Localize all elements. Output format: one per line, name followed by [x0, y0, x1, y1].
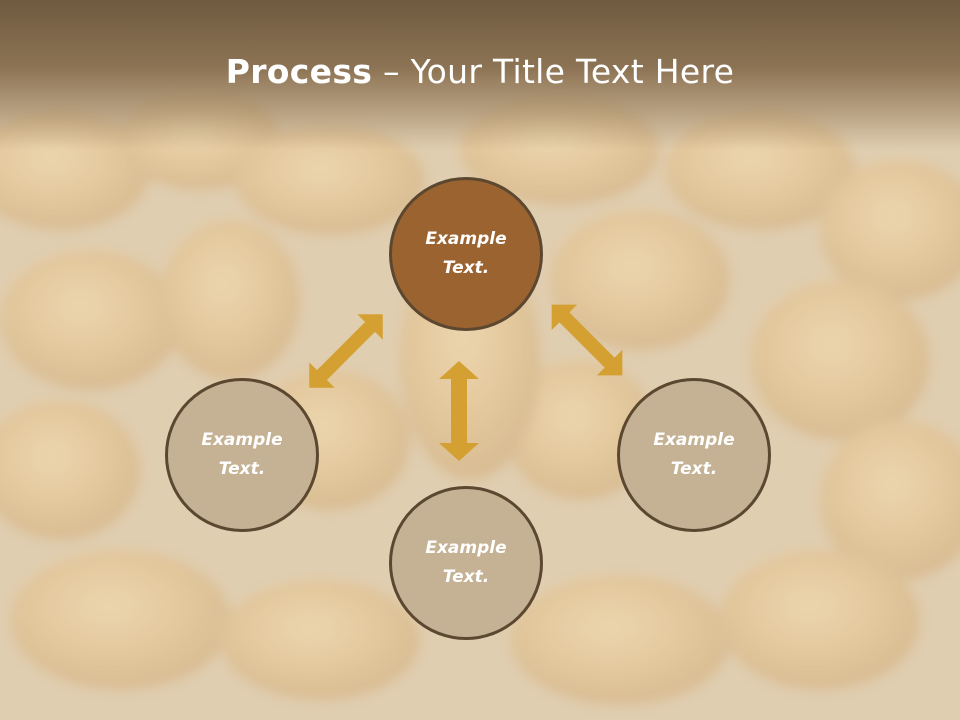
- node-top-line1: Example: [425, 229, 507, 249]
- node-top-line2: Text.: [442, 258, 490, 278]
- node-right-line1: Example: [653, 430, 735, 450]
- node-left-line1: Example: [201, 430, 283, 450]
- node-left-line2: Text.: [218, 459, 266, 479]
- node-bottom-line1: Example: [425, 538, 507, 558]
- double-arrow-left-icon: [309, 314, 383, 388]
- title-bold: Process: [225, 52, 373, 91]
- slide-title: Process – Your Title Text Here: [0, 52, 960, 91]
- node-bottom-line2: Text.: [442, 567, 490, 587]
- node-right-line2: Text.: [670, 459, 718, 479]
- title-bar: [0, 0, 960, 150]
- double-arrow-right-icon: [551, 304, 623, 376]
- title-rest: – Your Title Text Here: [372, 52, 735, 91]
- double-arrow-vertical-icon: [439, 361, 479, 461]
